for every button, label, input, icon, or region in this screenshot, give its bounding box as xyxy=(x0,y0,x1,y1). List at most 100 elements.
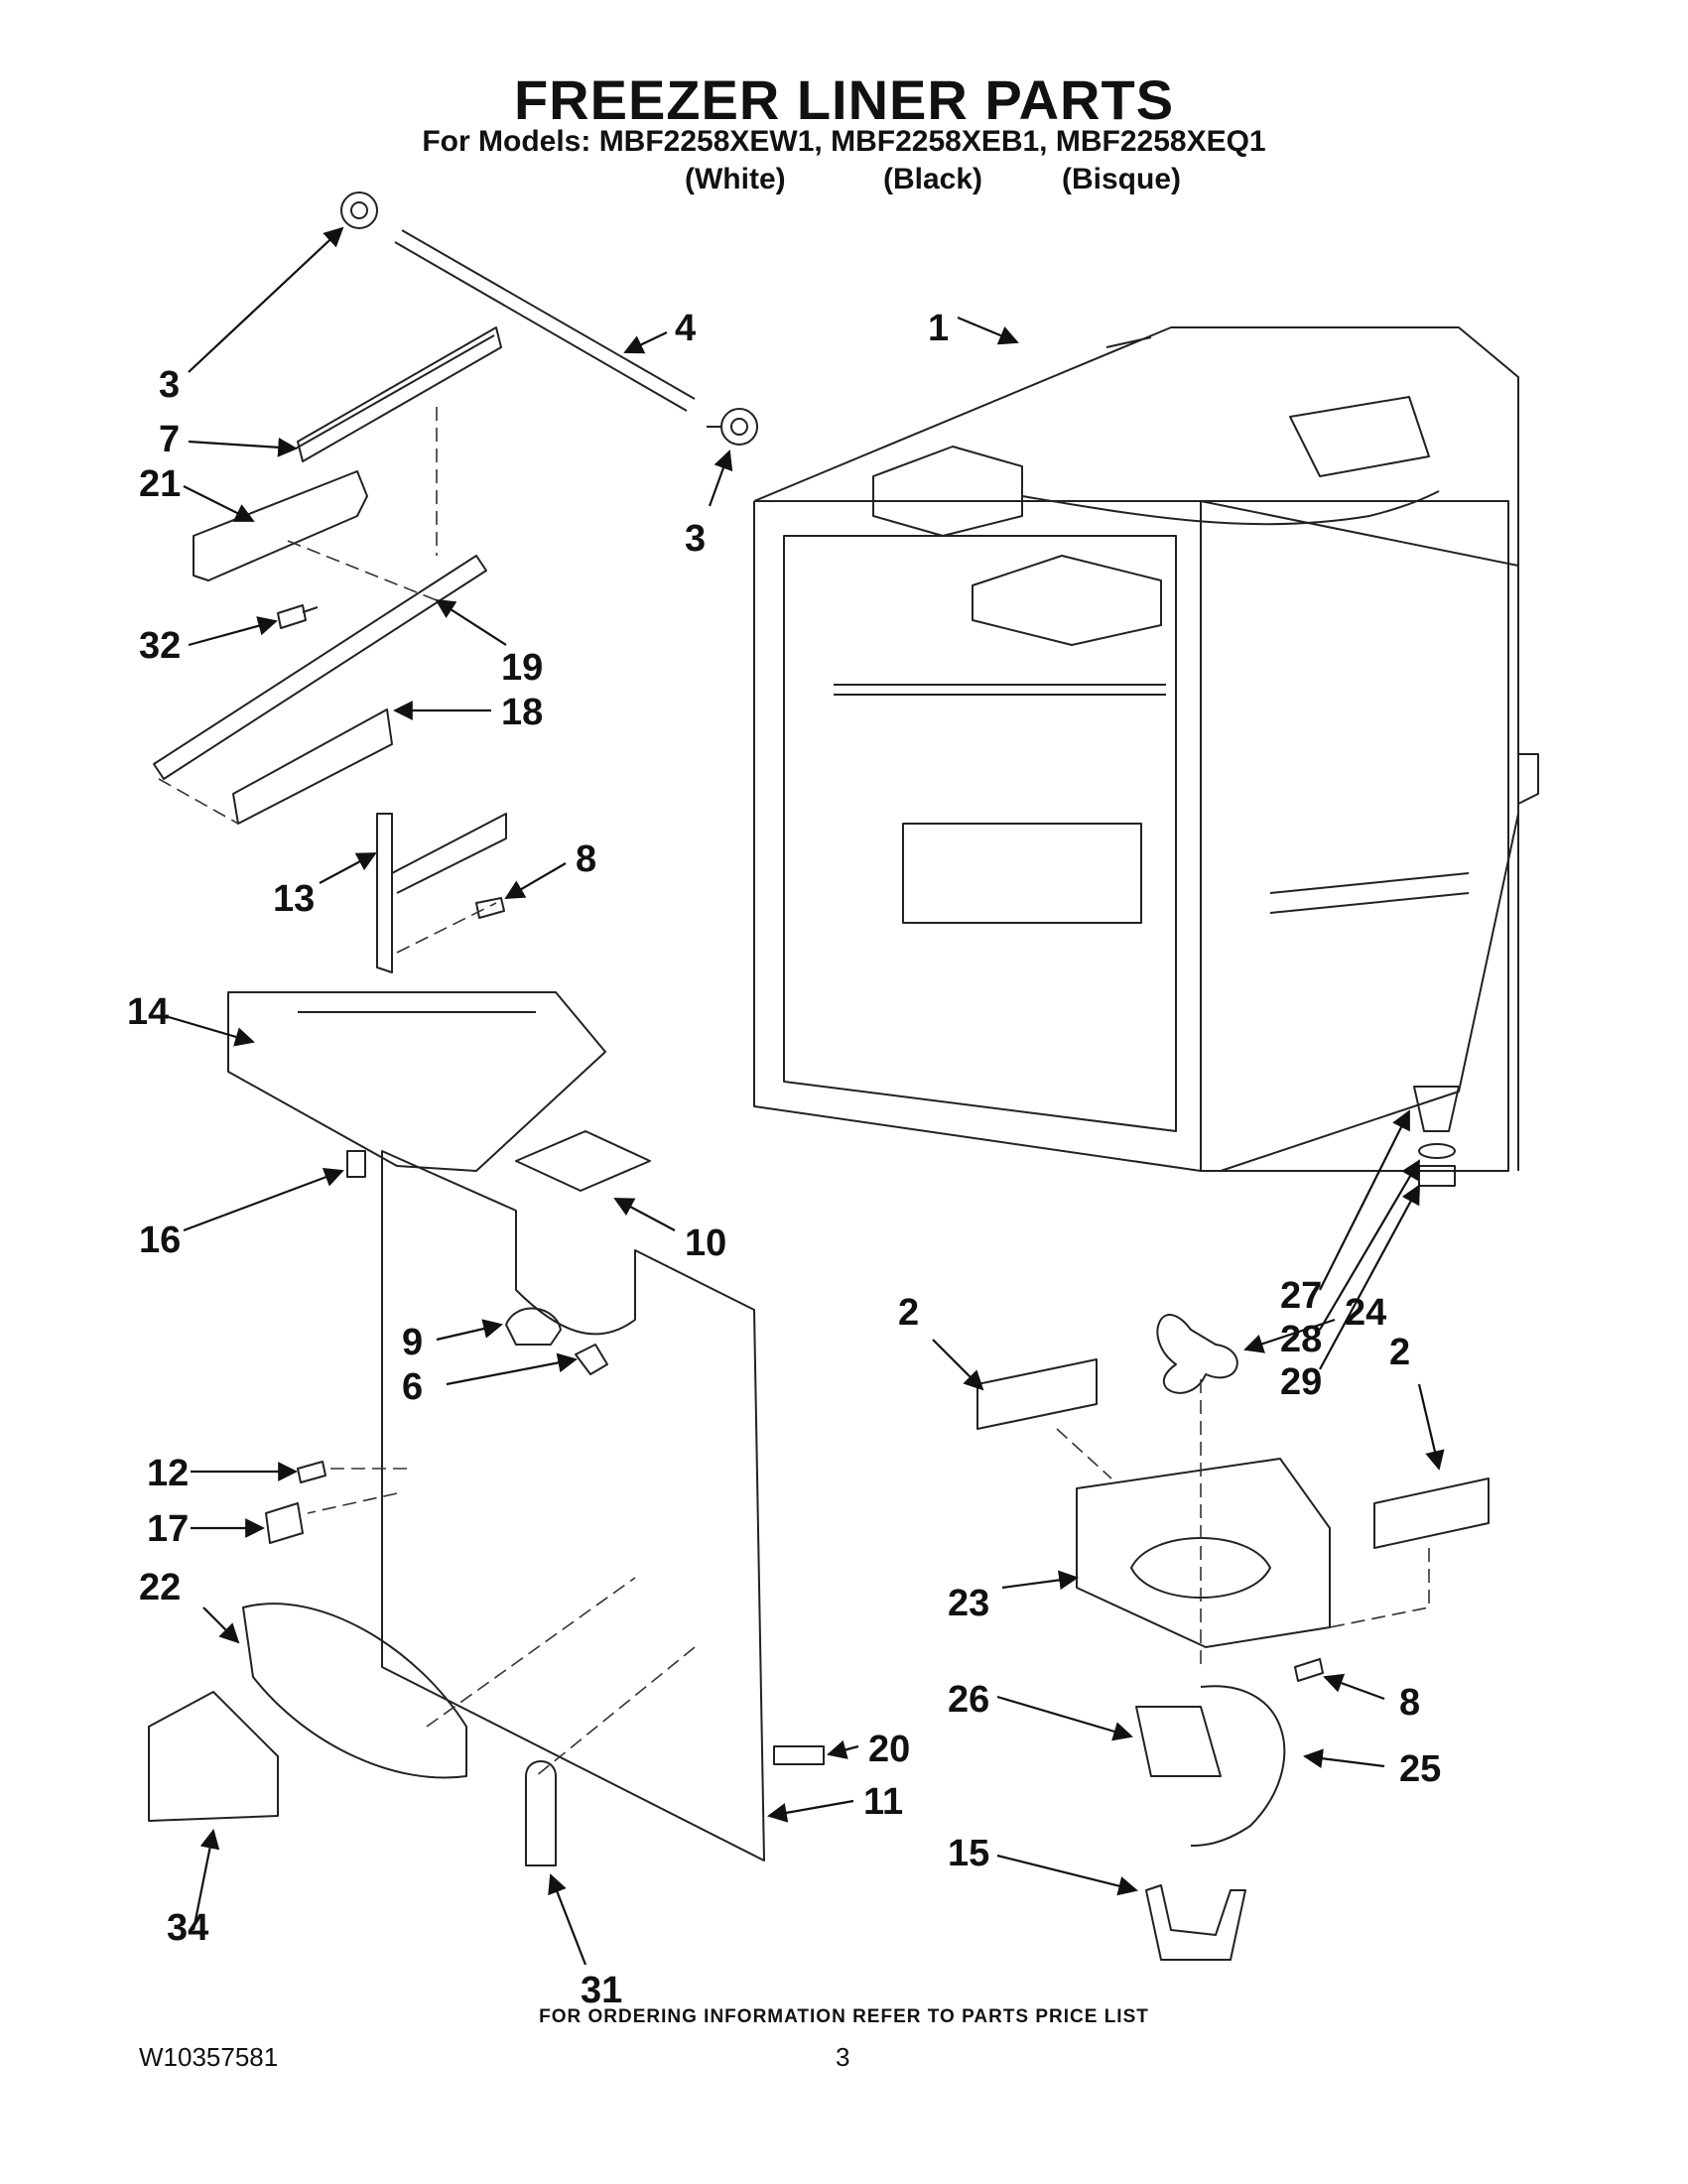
assembly-line-slide xyxy=(158,778,239,825)
slide-bracket-part xyxy=(232,708,393,825)
motor-part xyxy=(1135,1706,1222,1777)
callout-34: 34 xyxy=(167,1907,208,1949)
assembly-line-strip xyxy=(535,1646,696,1777)
leader-4 xyxy=(623,331,668,354)
gear-part-lower xyxy=(707,408,758,446)
callout-22: 22 xyxy=(139,1567,181,1608)
clip-part xyxy=(346,1150,366,1178)
leader-2b xyxy=(1417,1383,1445,1471)
callout-13: 13 xyxy=(273,878,315,920)
variant-white: (White) xyxy=(685,163,786,195)
cover-part xyxy=(148,1691,279,1822)
leader-6 xyxy=(446,1352,578,1386)
side-bracket-part xyxy=(376,813,507,973)
screw-part-32 xyxy=(277,604,319,629)
leader-32 xyxy=(188,616,278,647)
document-number: W10357581 xyxy=(139,2042,279,2072)
fan-shroud-part xyxy=(1076,1458,1331,1648)
filter-part xyxy=(1413,1086,1460,1132)
callout-24: 24 xyxy=(1345,1292,1386,1334)
callout-18: 18 xyxy=(501,692,543,733)
leader-23 xyxy=(1001,1570,1079,1591)
bracket-part xyxy=(193,470,368,581)
callout-11: 11 xyxy=(863,1781,903,1823)
callout-6: 6 xyxy=(402,1366,423,1408)
callout-12: 12 xyxy=(147,1453,189,1494)
callout-3a: 3 xyxy=(159,364,180,406)
leader-16 xyxy=(183,1167,344,1232)
leader-22 xyxy=(202,1606,240,1644)
callout-31: 31 xyxy=(581,1970,622,2011)
models-line: For Models: MBF2258XEW1, MBF2258XEB1, MB… xyxy=(422,125,1266,158)
leader-15 xyxy=(996,1854,1138,1896)
leader-8a xyxy=(504,862,567,899)
socket-part xyxy=(575,1344,608,1375)
leader-2a xyxy=(932,1339,984,1391)
callout-2a: 2 xyxy=(898,1292,919,1334)
assembly-line-panel xyxy=(307,1468,407,1514)
fan-blade-part xyxy=(1156,1314,1238,1394)
page-title: FREEZER LINER PARTS xyxy=(513,68,1175,131)
leader-9 xyxy=(436,1319,503,1342)
slide-part xyxy=(153,555,487,780)
callout-3b: 3 xyxy=(685,518,706,560)
bulb-part xyxy=(505,1307,562,1346)
callout-27: 27 xyxy=(1280,1275,1322,1317)
assembly-line-bracket xyxy=(287,540,438,601)
foam-block-right xyxy=(1373,1477,1490,1549)
grille-part xyxy=(242,1603,467,1779)
assembly-line-screw8 xyxy=(396,902,497,954)
leader-31 xyxy=(548,1873,587,1966)
gear-part-upper xyxy=(340,192,378,229)
callout-29: 29 xyxy=(1280,1361,1322,1403)
callout-7: 7 xyxy=(159,419,180,460)
callout-2b: 2 xyxy=(1389,1332,1410,1373)
leader-21 xyxy=(183,485,255,522)
ring-part xyxy=(1418,1143,1456,1159)
leader-25 xyxy=(1303,1748,1385,1769)
clip-part-31 xyxy=(525,1760,557,1866)
callout-32: 32 xyxy=(139,625,181,667)
leader-34 xyxy=(192,1829,220,1931)
leader-8b xyxy=(1323,1673,1385,1701)
leader-14 xyxy=(168,1015,255,1047)
housing-part xyxy=(227,991,606,1172)
callout-28: 28 xyxy=(1280,1319,1322,1360)
leader-29 xyxy=(1319,1184,1420,1370)
assembly-line-foam-right xyxy=(1329,1548,1430,1628)
harness-part xyxy=(1190,1685,1286,1847)
callout-16: 16 xyxy=(139,1220,181,1261)
leader-20 xyxy=(827,1739,859,1759)
page-number: 3 xyxy=(836,2042,850,2072)
leader-3b xyxy=(708,450,733,507)
holder-part xyxy=(265,1502,304,1544)
callout-8b: 8 xyxy=(1399,1682,1420,1724)
callout-19: 19 xyxy=(501,647,543,689)
leader-10 xyxy=(613,1198,676,1231)
assembly-line-foam-left xyxy=(1056,1428,1112,1479)
callout-10: 10 xyxy=(685,1222,726,1264)
leader-26 xyxy=(996,1695,1133,1741)
callout-14: 14 xyxy=(127,991,169,1033)
screw-part-12 xyxy=(297,1461,326,1483)
strip-part xyxy=(773,1745,825,1765)
pad-part xyxy=(515,1130,651,1192)
leader-3a xyxy=(188,226,344,373)
ordering-note: FOR ORDERING INFORMATION REFER TO PARTS … xyxy=(539,2006,1149,2027)
callout-20: 20 xyxy=(868,1729,910,1770)
callout-4: 4 xyxy=(675,308,696,349)
variant-black: (Black) xyxy=(883,163,983,195)
callout-17: 17 xyxy=(147,1508,189,1550)
cap-part xyxy=(1418,1165,1456,1187)
callout-1: 1 xyxy=(928,308,949,349)
callout-25: 25 xyxy=(1399,1748,1441,1790)
callout-8a: 8 xyxy=(576,838,596,880)
leader-11 xyxy=(767,1799,854,1823)
callout-15: 15 xyxy=(948,1833,989,1874)
leader-1 xyxy=(957,316,1019,345)
assembly-line-grille xyxy=(426,1577,636,1728)
leader-13 xyxy=(319,852,377,884)
leader-27 xyxy=(1319,1109,1410,1291)
variant-bisque: (Bisque) xyxy=(1062,163,1181,195)
